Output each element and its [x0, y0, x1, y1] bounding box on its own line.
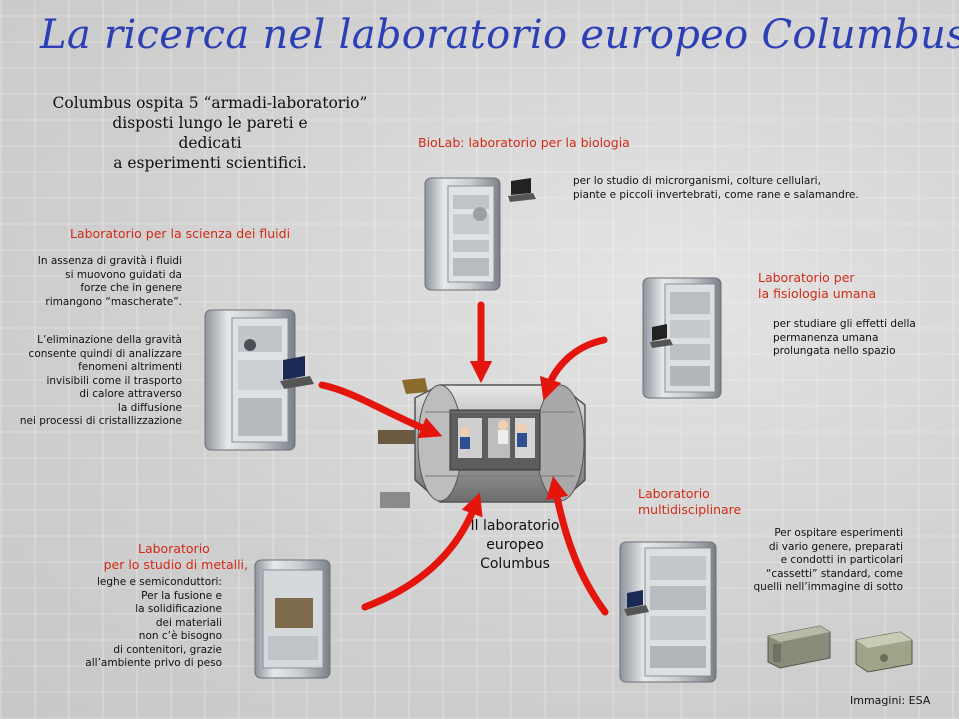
- arrow-from-fluids: [318, 381, 443, 439]
- fluids-heading: Laboratorio per la scienza dei fluidi: [70, 226, 291, 241]
- metals-line: la solidificazione: [135, 603, 222, 615]
- physiology-text: per studiare gli effetti della permanenz…: [773, 318, 953, 359]
- metals-line: non c’è bisogno: [138, 630, 222, 642]
- fluids-line: si muovono guidati da: [65, 268, 182, 281]
- multi-heading: Laboratorio multidisciplinare: [638, 486, 741, 518]
- multi-line: “cassetti” standard, come: [765, 567, 903, 580]
- multi-heading-line: Laboratorio: [638, 486, 710, 501]
- drawer-image: [855, 631, 913, 673]
- fluids-line: di calore attraverso: [79, 388, 182, 400]
- multi-line: e condotti in particolari: [780, 554, 903, 566]
- fluids-line: rimangono “mascherate”.: [45, 295, 182, 308]
- biolab-line: piante e piccoli invertebrati, come rane…: [573, 188, 859, 201]
- arrow-from-multi: [546, 475, 609, 616]
- metals-line: di contenitori, grazie: [113, 643, 222, 656]
- biolab-text: per lo studio di microrganismi, colture …: [573, 175, 903, 202]
- laptop-icon: [280, 356, 314, 389]
- physiology-heading-line: Laboratorio per: [758, 270, 855, 285]
- arrows-group: [318, 301, 609, 616]
- metals-line: leghe e semiconduttori:: [97, 576, 222, 588]
- multi-rack-image: [619, 541, 717, 683]
- metals-line: Per la fusione e: [141, 589, 222, 602]
- biolab-line: per lo studio di microrganismi, colture …: [573, 175, 821, 187]
- intro-line: Columbus ospita 5 “armadi-laboratorio”: [52, 94, 368, 112]
- metals-rack-image: [254, 559, 331, 679]
- physiology-rack-image: [642, 277, 722, 399]
- drawer-image: [767, 625, 831, 669]
- page-title: La ricerca nel laboratorio europeo Colum…: [40, 12, 959, 58]
- physiology-heading-line: la fisiologia umana: [758, 286, 877, 301]
- intro-line: dedicati: [178, 134, 242, 152]
- intro-text: Columbus ospita 5 “armadi-laboratorio” d…: [30, 93, 390, 173]
- multi-line: Per ospitare esperimenti: [774, 527, 903, 539]
- caption-line: europeo: [486, 537, 544, 553]
- multi-line: quelli nell’immagine di sotto: [753, 581, 903, 593]
- metals-heading: Laboratorio per lo studio di metalli,: [60, 541, 248, 573]
- fluids-line: forze che in genere: [80, 282, 182, 294]
- physiology-heading: Laboratorio per la fisiologia umana: [758, 270, 876, 302]
- metals-heading-line: Laboratorio: [138, 541, 210, 556]
- laptop-icon: [508, 178, 536, 202]
- metals-line: all’ambiente privo di peso: [85, 657, 222, 669]
- intro-line: disposti lungo le pareti e: [112, 114, 308, 132]
- columbus-caption: Il laboratorio europeo Columbus: [440, 517, 590, 574]
- fluids-line: fenomeni altrimenti: [78, 361, 182, 373]
- multi-text: Per ospitare esperimenti di vario genere…: [735, 527, 903, 595]
- fluids-rack-image: [204, 309, 296, 451]
- fluids-line: la diffusione: [117, 401, 182, 414]
- fluids-line: L’eliminazione della gravità: [37, 334, 182, 346]
- caption-line: Il laboratorio: [470, 518, 560, 534]
- physiology-line: per studiare gli effetti della: [773, 318, 916, 330]
- metals-heading-line: per lo studio di metalli,: [103, 557, 248, 572]
- metals-line: dei materiali: [155, 616, 222, 629]
- biolab-rack-image: [424, 177, 501, 291]
- intro-line: a esperimenti scientifici.: [113, 154, 307, 172]
- arrow-from-physiology: [539, 336, 608, 401]
- columbus-module-image: [378, 378, 586, 508]
- fluids-line: invisibili come il trasporto: [46, 374, 182, 387]
- fluids-line: consente quindi di analizzare: [28, 347, 182, 360]
- multi-heading-line: multidisciplinare: [638, 502, 742, 517]
- physiology-line: prolungata nello spazio: [773, 345, 896, 357]
- physiology-line: permanenza umana: [773, 331, 879, 344]
- biolab-heading: BioLab: laboratorio per la biologia: [418, 135, 630, 150]
- caption-line: Columbus: [480, 556, 550, 572]
- image-credit: Immagini: ESA: [850, 694, 931, 707]
- laptop-icon: [650, 324, 673, 348]
- fluids-line: nei processi di cristallizzazione: [19, 415, 182, 427]
- fluids-text-2: L’eliminazione della gravità consente qu…: [5, 334, 182, 429]
- fluids-line: In assenza di gravità i fluidi: [37, 255, 182, 267]
- metals-text: leghe e semiconduttori: Per la fusione e…: [60, 576, 222, 671]
- laptop-icon: [624, 590, 649, 616]
- multi-line: di vario genere, preparati: [768, 540, 903, 553]
- fluids-text-1: In assenza di gravità i fluidi si muovon…: [10, 255, 182, 309]
- arrow-from-metals: [361, 492, 483, 611]
